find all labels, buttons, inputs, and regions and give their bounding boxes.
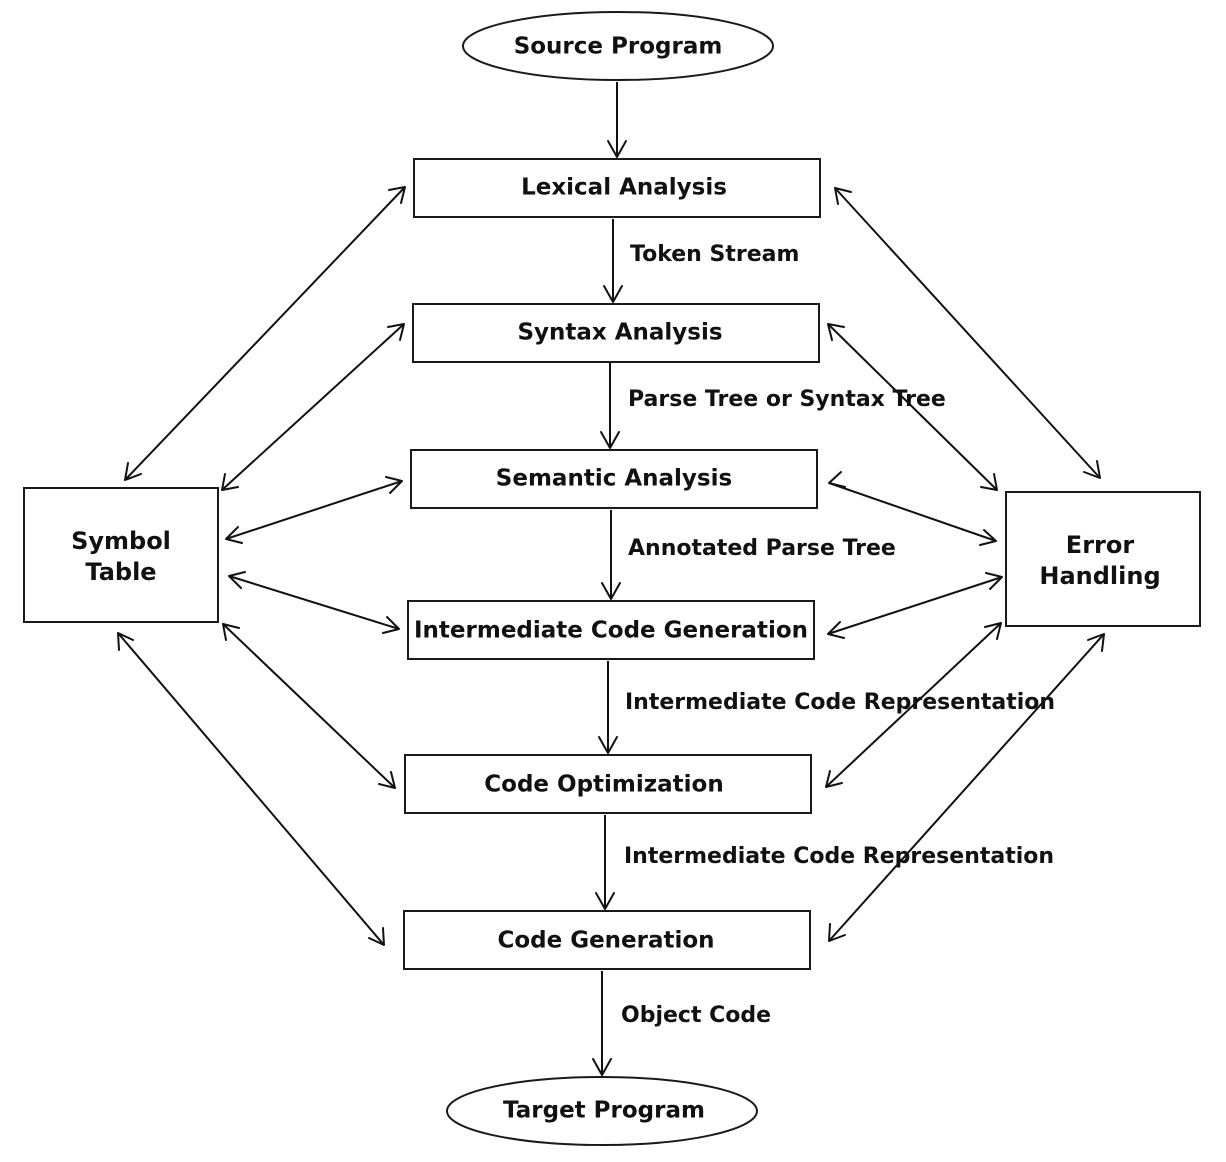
- code-generation-node: Code Generation: [403, 910, 811, 970]
- target-program-node: Target Program: [446, 1076, 758, 1146]
- arrow-lexical-to-syntax: [603, 219, 623, 303]
- semantic-analysis-node: Semantic Analysis: [410, 449, 818, 509]
- symbol-table-node: Symbol Table: [23, 487, 219, 623]
- link-error-lexical: [834, 187, 1101, 479]
- symbol-table-label-line2: Table: [85, 558, 156, 586]
- syntax-analysis-label: Syntax Analysis: [517, 320, 722, 346]
- link-error-intermediate: [827, 572, 1003, 639]
- target-program-label: Target Program: [503, 1098, 705, 1124]
- lexical-analysis-node: Lexical Analysis: [413, 158, 821, 218]
- link-symbol-intermediate: [228, 571, 400, 634]
- link-error-optimization: [825, 622, 1002, 788]
- lexical-analysis-label: Lexical Analysis: [521, 175, 727, 201]
- intermediate-code-generation-node: Intermediate Code Generation: [407, 600, 815, 660]
- arrow-source-to-lexical: [607, 82, 627, 158]
- link-symbol-syntax: [221, 323, 405, 491]
- error-handling-node: Error Handling: [1005, 491, 1201, 627]
- semantic-analysis-label: Semantic Analysis: [496, 466, 732, 492]
- intermediate-code-representation-label-2: Intermediate Code Representation: [624, 844, 1054, 869]
- annotated-parse-tree-label: Annotated Parse Tree: [628, 536, 896, 561]
- source-program-label: Source Program: [514, 34, 723, 60]
- object-code-label: Object Code: [621, 1003, 771, 1028]
- token-stream-label: Token Stream: [630, 242, 799, 267]
- link-symbol-generation: [117, 632, 385, 946]
- arrow-generation-to-target: [592, 971, 612, 1076]
- code-optimization-node: Code Optimization: [404, 754, 812, 814]
- symbol-table-connections: [117, 186, 406, 946]
- arrow-optimization-to-generation: [595, 815, 615, 910]
- error-handling-connections: [825, 187, 1105, 942]
- link-error-semantic: [828, 471, 997, 546]
- intermediate-code-generation-label: Intermediate Code Generation: [414, 618, 808, 644]
- arrow-intermediate-to-optimization: [598, 661, 618, 754]
- parse-tree-label: Parse Tree or Syntax Tree: [628, 387, 946, 412]
- flow-arrows: [592, 82, 627, 1076]
- link-symbol-optimization: [222, 623, 396, 789]
- symbol-table-label-line1: Symbol: [71, 527, 171, 555]
- code-optimization-label: Code Optimization: [484, 772, 723, 798]
- source-program-node: Source Program: [462, 11, 774, 81]
- arrow-syntax-to-semantic: [600, 363, 620, 449]
- syntax-analysis-node: Syntax Analysis: [412, 303, 820, 363]
- link-error-generation: [828, 633, 1105, 942]
- link-symbol-lexical: [124, 186, 406, 481]
- link-error-syntax: [827, 323, 998, 491]
- arrow-semantic-to-intermediate: [601, 510, 621, 600]
- error-handling-label-line2: Handling: [1039, 562, 1160, 590]
- intermediate-code-representation-label-1: Intermediate Code Representation: [625, 690, 1055, 715]
- error-handling-label-line1: Error: [1066, 531, 1135, 559]
- code-generation-label: Code Generation: [497, 928, 714, 954]
- link-symbol-semantic: [225, 476, 403, 544]
